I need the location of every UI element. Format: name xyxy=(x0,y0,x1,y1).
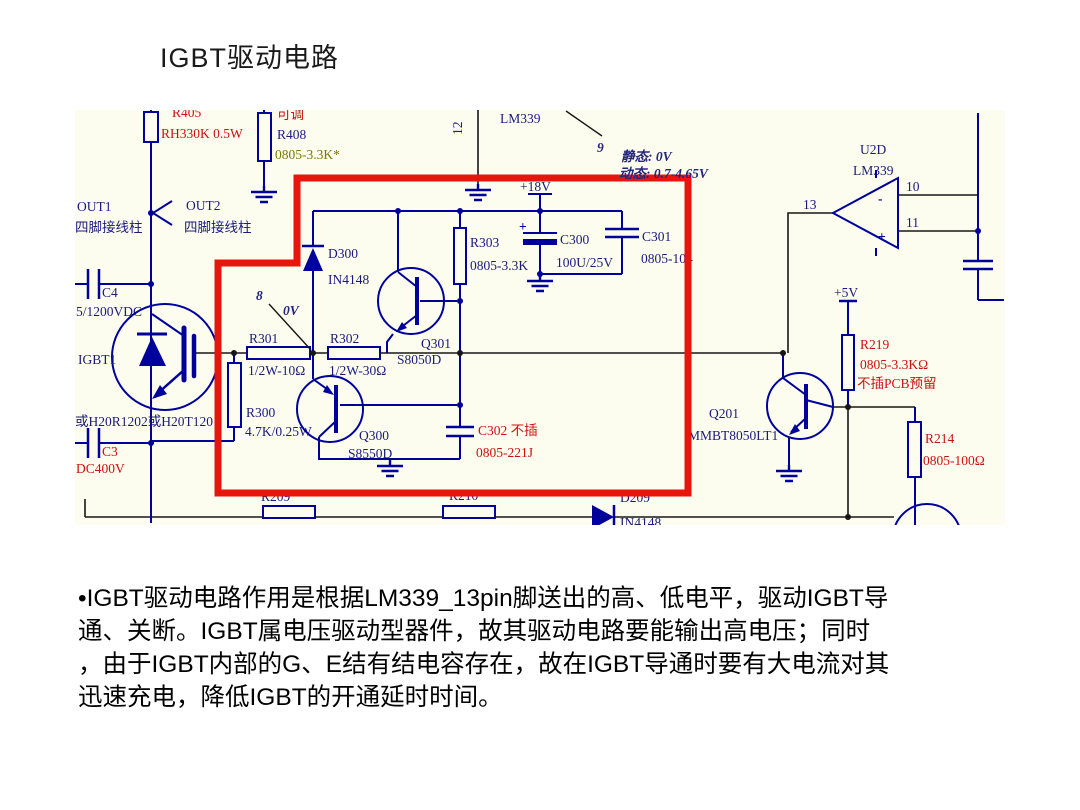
capacitor-C300: + C300 100U/25V xyxy=(519,219,613,270)
ref-label: C3 xyxy=(102,444,118,459)
capacitor-right-edge xyxy=(963,259,993,271)
page-title: IGBT驱动电路 xyxy=(160,43,340,73)
lm339-pin12: 12 LM339 xyxy=(450,111,541,135)
ref-label: R303 xyxy=(470,235,500,250)
ref-label: C302 不插 xyxy=(478,423,538,438)
opamp-U2D: - + U2D LM339 13 10 11 xyxy=(803,142,920,256)
chip-label: LM339 xyxy=(500,111,541,126)
rail-label: +5V xyxy=(834,285,858,300)
ref-label: OUT2 xyxy=(186,198,221,213)
inverting-input-sign: - xyxy=(878,191,883,206)
resistor-R301: R301 1/2W-10Ω xyxy=(246,331,311,378)
value-label: 100U/25V xyxy=(556,255,613,270)
power-plus5v: +5V xyxy=(834,285,858,300)
capacitor-C3: C3 DC400V xyxy=(76,428,125,476)
annotation-8: 8 0V xyxy=(256,288,312,351)
rail-label: +18V xyxy=(520,179,551,194)
ref-label: R300 xyxy=(246,405,276,420)
ref-label: R302 xyxy=(330,331,359,346)
capacitor-C4: C4 5/1200VDC xyxy=(76,269,142,319)
bullet-line: •IGBT驱动电路作用是根据LM339_13pin脚送出的高、低电平，驱动IGB… xyxy=(78,585,889,612)
pin10-label: 10 xyxy=(906,179,920,194)
ref-label: OUT1 xyxy=(77,199,112,214)
ref-label: Q301 xyxy=(421,336,451,351)
annotation-static: 静态: 0V xyxy=(621,149,673,164)
resistor-R214: R214 0805-100Ω xyxy=(907,421,985,478)
power-plus18v: +18V xyxy=(520,179,551,194)
value-label: 0805-100Ω xyxy=(923,453,985,468)
highlight-box xyxy=(214,174,692,497)
transistor-Q301: Q301 S8050D xyxy=(377,211,460,367)
bullet-paragraph: •IGBT驱动电路作用是根据LM339_13pin脚送出的高、低电平，驱动IGB… xyxy=(78,582,1028,714)
junction-dots xyxy=(148,208,981,520)
annotation-number: 8 xyxy=(256,288,263,303)
ref-label: R219 xyxy=(860,337,890,352)
annotation-value: 0V xyxy=(283,303,300,318)
note-label: 可调 xyxy=(277,110,304,122)
value-label: 5/1200VDC xyxy=(76,304,142,319)
capacitor-C302: C302 不插 0805-221J xyxy=(446,423,538,460)
annotation-9: 9 静态: 0V 动态: 0.7-4.65V xyxy=(565,110,709,181)
value-label: S8550D xyxy=(348,446,393,461)
ref-label: R405 xyxy=(172,110,202,120)
pin13-label: 13 xyxy=(803,197,817,212)
value-label: 1/2W-30Ω xyxy=(329,363,386,378)
schematic-svg: R405 RH330K 0.5W 可调 R408 0805-3.3K* OUT1… xyxy=(75,105,1005,573)
ref-label: IGBT1 xyxy=(78,352,116,367)
value-label: 0805-3.3K xyxy=(470,258,528,273)
value-label: 1/2W-10Ω xyxy=(248,363,305,378)
value-label: MMBT8050LT1 xyxy=(688,428,778,443)
annotation-number: 9 xyxy=(597,140,604,155)
value-label: DC400V xyxy=(76,461,125,476)
ref-label: Q300 xyxy=(359,428,389,443)
annotation-dynamic: 动态: 0.7-4.65V xyxy=(619,166,709,181)
polarity-plus: + xyxy=(519,219,527,234)
blue-wires xyxy=(75,110,1004,525)
noninverting-input-sign: + xyxy=(878,229,886,244)
sub-label: 四脚接线柱 xyxy=(184,219,252,235)
value-label: S8050D xyxy=(397,352,442,367)
bullet-line: ，由于IGBT内部的G、E结有结电容存在，故在IGBT导通时要有大电流对其 xyxy=(78,651,890,678)
resistor-R303: R303 0805-3.3K xyxy=(453,227,528,285)
resistor-R302: R302 1/2W-30Ω xyxy=(327,331,386,378)
value-label: 0805-3.3K* xyxy=(275,147,340,162)
resistor-R300: R300 4.7K/0.25W xyxy=(227,362,312,439)
value-label: IN4148 xyxy=(620,515,661,525)
ref-label: C301 xyxy=(642,229,671,244)
ref-label: D300 xyxy=(328,246,358,261)
ref-label: R301 xyxy=(249,331,278,346)
capacitor-C301: C301 0805-104 xyxy=(605,227,693,266)
note-label: 不插PCB预留 xyxy=(857,376,937,391)
sub-label: 四脚接线柱 xyxy=(75,219,143,235)
ref-label: R214 xyxy=(925,431,955,446)
value-label: IN4148 xyxy=(328,272,369,287)
value-label: 或H20R1202或H20T120 xyxy=(75,414,213,429)
pin11-label: 11 xyxy=(906,215,919,230)
transistor-Q300: Q300 S8550D xyxy=(296,353,460,461)
ref-label: C4 xyxy=(102,285,118,300)
resistor-R219: R219 0805-3.3KΩ 不插PCB预留 xyxy=(841,334,937,391)
connector-OUT1: OUT1 四脚接线柱 xyxy=(75,199,143,235)
value-label: 0805-104 xyxy=(641,251,693,266)
bullet-line: 通、关断。IGBT属电压驱动型器件，故其驱动电路要能输出高电压；同时 xyxy=(78,618,871,645)
diode-D300: D300 IN4148 xyxy=(302,244,369,287)
value-label: 4.7K/0.25W xyxy=(245,424,312,439)
ref-label: U2D xyxy=(860,142,886,157)
ref-label: C300 xyxy=(560,232,590,247)
chip-label: LM339 xyxy=(853,163,894,178)
value-label: 0805-3.3KΩ xyxy=(860,357,928,372)
ref-label: Q201 xyxy=(709,406,739,421)
value-label: 0805-221J xyxy=(476,445,533,460)
pin-number: 12 xyxy=(450,122,465,136)
ref-label: R408 xyxy=(277,127,307,142)
transistor-Q201: Q201 MMBT8050LT1 xyxy=(688,353,834,465)
bullet-line: 迅速充电，降低IGBT的开通延时时间。 xyxy=(78,684,503,711)
value-label: RH330K 0.5W xyxy=(161,126,243,141)
resistor-R408: 可调 R408 0805-3.3K* xyxy=(257,107,340,162)
circuit-schematic: R405 RH330K 0.5W 可调 R408 0805-3.3K* OUT1… xyxy=(75,105,1005,573)
igbt-IGBT1: IGBT1 或H20R1202或H20T120 xyxy=(75,303,219,429)
